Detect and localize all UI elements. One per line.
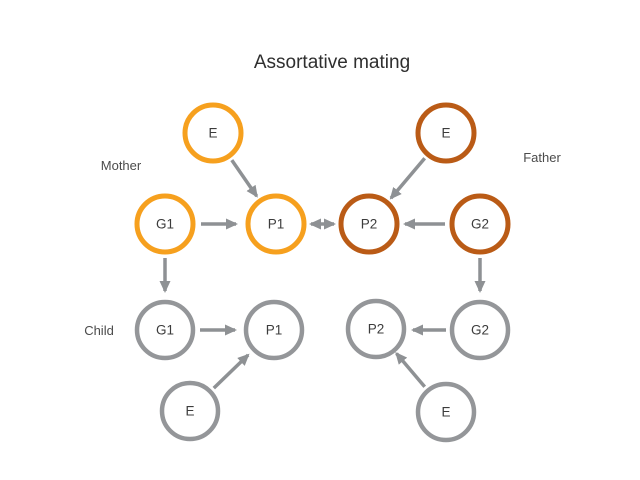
mother-group-label: Mother [101, 158, 142, 173]
edge-child-e-right-to-child-p2 [395, 351, 427, 388]
node-child-p1: P1 [243, 299, 305, 361]
child-e-left-label: E [185, 404, 194, 419]
father-group-label: Father [523, 150, 561, 165]
mother-p1-label: P1 [268, 217, 285, 232]
node-mother-e: E [182, 102, 244, 164]
node-father-p2: P2 [338, 193, 400, 255]
child-g2-circle [449, 299, 511, 361]
mother-p1-circle [245, 193, 307, 255]
father-e-circle [415, 102, 477, 164]
mother-g1-circle [134, 193, 196, 255]
page-title: Assortative mating [254, 52, 410, 73]
node-father-e: E [415, 102, 477, 164]
father-g2-label: G2 [471, 217, 489, 232]
child-e-left-circle [159, 380, 221, 442]
child-e-right-circle [415, 381, 477, 443]
node-child-g1: G1 [134, 299, 196, 361]
child-g1-label: G1 [156, 323, 174, 338]
node-mother-g1: G1 [134, 193, 196, 255]
child-p2-label: P2 [368, 322, 385, 337]
child-p1-label: P1 [266, 323, 283, 338]
father-e-label: E [441, 126, 450, 141]
father-p2-circle [338, 193, 400, 255]
node-child-e-right: E [415, 381, 477, 443]
node-father-g2: G2 [449, 193, 511, 255]
edge-child-e-left-to-child-p1 [212, 353, 250, 390]
edge-father-e-to-father-p2 [389, 157, 427, 200]
mother-g1-label: G1 [156, 217, 174, 232]
child-p2-circle [345, 298, 407, 360]
child-e-right-label: E [441, 405, 450, 420]
child-g2-label: G2 [471, 323, 489, 338]
edge-mother-e-to-mother-p1 [230, 159, 259, 198]
mother-e-label: E [208, 126, 217, 141]
node-child-p2: P2 [345, 298, 407, 360]
mother-e-circle [182, 102, 244, 164]
child-group-label: Child [84, 323, 114, 338]
child-g1-circle [134, 299, 196, 361]
father-p2-label: P2 [361, 217, 378, 232]
child-p1-circle [243, 299, 305, 361]
father-g2-circle [449, 193, 511, 255]
node-mother-p1: P1 [245, 193, 307, 255]
node-child-e-left: E [159, 380, 221, 442]
node-child-g2: G2 [449, 299, 511, 361]
